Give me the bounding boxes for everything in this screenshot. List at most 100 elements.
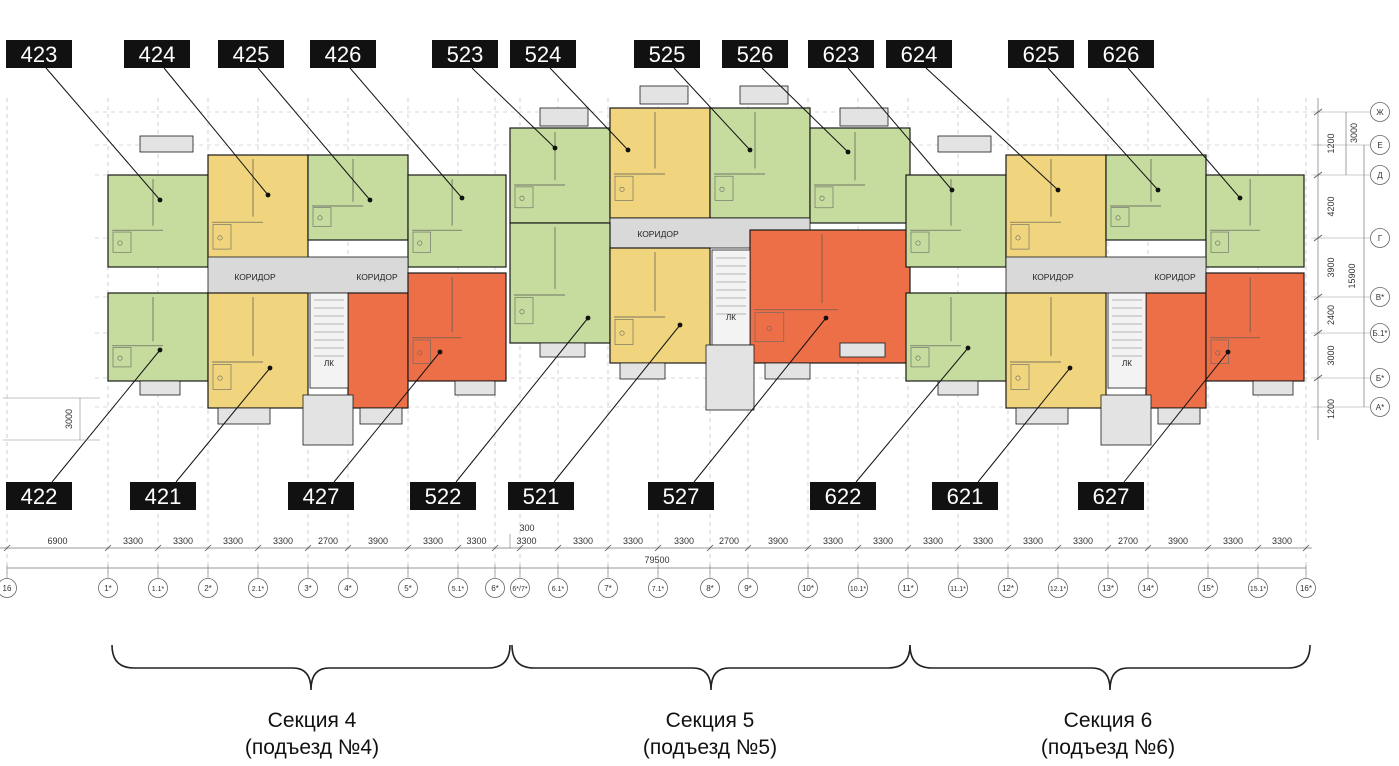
leader-dot	[157, 197, 163, 203]
axis-marker-label: Б.1*	[1372, 329, 1387, 338]
apartment-one-room	[609, 247, 711, 364]
apartment-label-bg	[6, 40, 72, 68]
dimension-value: 3300	[973, 536, 993, 546]
toilet-fixture	[1015, 235, 1021, 241]
toilet-fixture	[1215, 350, 1221, 356]
section-caption-4: Секция 4 (подъезд №4)	[182, 707, 442, 761]
axis-marker	[398, 578, 418, 598]
leader-dot	[747, 147, 753, 153]
axis-marker	[1370, 228, 1390, 248]
dimension-tick	[1004, 544, 1012, 552]
apartment-number: 426	[325, 42, 362, 67]
leader-line	[257, 67, 371, 201]
apartment-number: 421	[145, 484, 182, 509]
balcony	[1252, 380, 1294, 396]
toilet-fixture	[417, 350, 423, 356]
bathroom-outline	[312, 207, 332, 227]
axis-marker-label: 6*/7*	[512, 586, 527, 593]
dimension-tick	[1313, 374, 1323, 382]
axis-marker	[448, 578, 468, 598]
section-caption-6: Секция 6 (подъезд №6)	[978, 707, 1238, 761]
balcony	[764, 362, 811, 380]
leader-dot	[1237, 195, 1243, 201]
leader-dot	[585, 315, 591, 321]
axis-marker	[848, 578, 868, 598]
toilet-fixture	[317, 215, 323, 221]
leader-dot	[625, 147, 631, 153]
leader-dot	[1067, 365, 1073, 371]
dimension-tick	[744, 544, 752, 552]
leader-line	[455, 317, 589, 483]
apartment-number: 427	[303, 484, 340, 509]
axis-marker	[338, 578, 358, 598]
axis-marker	[1370, 165, 1390, 185]
leader-dot	[677, 322, 683, 328]
section-bracket	[111, 644, 511, 691]
apartment-number: 425	[233, 42, 270, 67]
axis-marker-label: 5*	[404, 584, 412, 593]
axis-marker	[898, 578, 918, 598]
axis-marker	[1098, 578, 1118, 598]
leader-line	[471, 67, 556, 149]
leader-dot	[367, 197, 373, 203]
balcony	[139, 380, 181, 396]
dimension-tick	[1144, 544, 1152, 552]
balcony	[539, 107, 589, 127]
bathroom-outline	[112, 347, 132, 368]
apartment-label-bg	[310, 40, 376, 68]
section-entrance: (подъезд №6)	[1040, 736, 1176, 759]
axis-marker-label: 10.1*	[850, 586, 867, 593]
axis-marker	[148, 578, 168, 598]
toilet-fixture	[915, 355, 921, 361]
axis-marker-label: 6*	[491, 584, 499, 593]
leader-dot	[823, 315, 829, 321]
apartment-label-bg	[1088, 40, 1154, 68]
axis-marker	[700, 578, 720, 598]
toilet-fixture	[519, 195, 525, 201]
axis-marker-label: Б*	[1376, 374, 1384, 383]
apartment-label-bg	[510, 40, 576, 68]
axis-marker-label: 7.1*	[652, 586, 665, 593]
axis-marker	[738, 578, 758, 598]
apartment-studio	[107, 292, 209, 382]
apartment-number: 526	[737, 42, 774, 67]
dimension-tick	[1313, 171, 1323, 179]
dimension-offset: 300	[519, 523, 534, 533]
bathroom-outline	[1110, 207, 1130, 227]
toilet-fixture	[217, 235, 223, 241]
axis-marker-label: 2.1*	[252, 586, 265, 593]
section-caption-5: Секция 5 (подъезд №5)	[580, 707, 840, 761]
dimension-tick	[1313, 108, 1323, 116]
stair-label: ЛК	[324, 359, 334, 368]
bathroom-outline	[514, 297, 534, 325]
axis-marker	[198, 578, 218, 598]
axis-marker-label: А*	[1376, 403, 1384, 412]
balcony	[839, 342, 886, 358]
axis-marker	[1296, 578, 1316, 598]
bathroom-outline	[614, 318, 634, 345]
bathroom-outline	[212, 224, 232, 250]
dimension-value: 3300	[223, 536, 243, 546]
leader-dot	[265, 192, 271, 198]
apartment-number: 523	[447, 42, 484, 67]
leader-dot	[459, 195, 465, 201]
axis-marker	[948, 578, 968, 598]
building: КОРИДОРКОРИДОРЛККОРИДОРКОРИДОРЛККОРИДОРК…	[107, 85, 1305, 446]
dimension-value: 3300	[123, 536, 143, 546]
dimension-tick	[604, 544, 612, 552]
dimension-tick	[491, 544, 499, 552]
toilet-fixture	[915, 240, 921, 246]
axis-marker	[798, 578, 818, 598]
leader-line	[45, 67, 161, 201]
dimension-tick	[854, 544, 862, 552]
apartment-label-bg	[288, 482, 354, 510]
leader-line	[1047, 67, 1159, 191]
apartment-two-room	[407, 272, 507, 382]
dimension-tick	[804, 544, 812, 552]
apartment-two-room	[749, 229, 911, 364]
leader-line	[925, 67, 1059, 191]
toilet-fixture	[619, 330, 625, 336]
axis-marker-label: Г	[1378, 234, 1383, 243]
dimension-value: 3000	[1326, 345, 1336, 365]
